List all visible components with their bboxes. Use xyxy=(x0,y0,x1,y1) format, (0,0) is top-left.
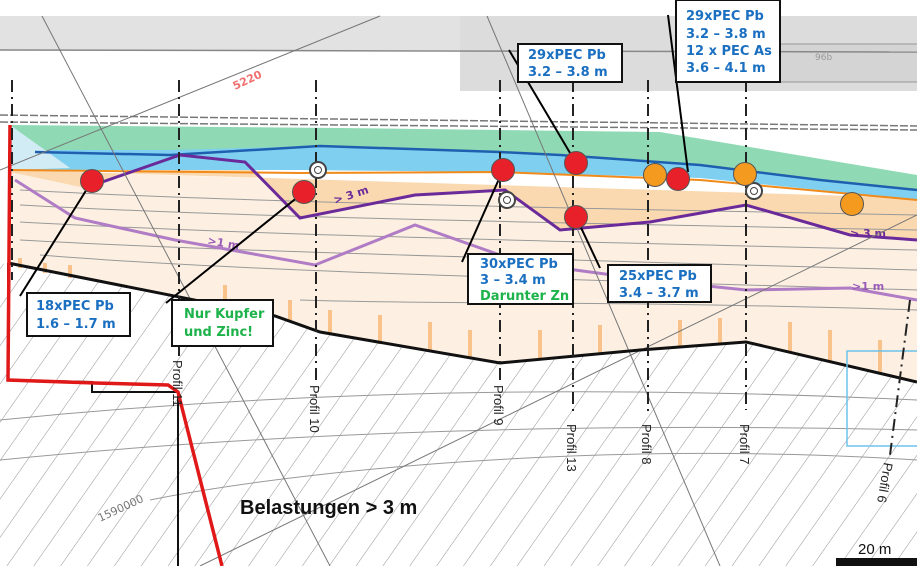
callout-18xpec: 18xPEC Pb 1.6 – 1.7 m xyxy=(26,292,131,337)
scale-bar: 20 m xyxy=(836,541,917,566)
svg-text:29xPEC Pb: 29xPEC Pb xyxy=(686,9,764,24)
sample-point-orange[interactable] xyxy=(840,192,864,216)
svg-text:und Zinc!: und Zinc! xyxy=(184,325,253,340)
svg-text:Nur Kupfer: Nur Kupfer xyxy=(184,307,265,322)
svg-text:25xPEC Pb: 25xPEC Pb xyxy=(619,269,697,284)
callout-kupfer-zinc: Nur Kupfer und Zinc! xyxy=(171,299,274,347)
sample-point-red[interactable] xyxy=(564,151,588,175)
sample-point-red[interactable] xyxy=(564,205,588,229)
profile-label: Profil 8 xyxy=(639,424,654,464)
fill-zone-3m xyxy=(10,155,917,240)
svg-text:18xPEC Pb: 18xPEC Pb xyxy=(36,299,114,314)
svg-text:3.4 – 3.7 m: 3.4 – 3.7 m xyxy=(619,286,699,301)
leader-lines xyxy=(19,14,689,304)
svg-text:Darunter Zn: Darunter Zn xyxy=(480,289,569,304)
svg-text:1.6 – 1.7 m: 1.6 – 1.7 m xyxy=(36,317,116,332)
svg-text:29xPEC Pb: 29xPEC Pb xyxy=(528,48,606,63)
svg-text:30xPEC Pb: 30xPEC Pb xyxy=(480,257,558,272)
blue-zone xyxy=(20,146,917,200)
contour-lines xyxy=(0,189,917,501)
gt1m-label: >1 m xyxy=(852,280,884,293)
gt1m-label: >1 m xyxy=(206,234,240,252)
callout-29xpec: 29xPEC Pb 3.2 – 3.8 m xyxy=(517,43,623,83)
profile-label: Profil 7 xyxy=(737,424,752,464)
profile-label: Profil 13 xyxy=(564,424,579,472)
svg-text:20 m: 20 m xyxy=(858,541,891,558)
sample-point-orange[interactable] xyxy=(733,162,757,186)
profile-label: Profil 11 xyxy=(170,360,185,407)
gt3m-line xyxy=(84,153,917,242)
profile-label: Profil 9 xyxy=(491,385,506,425)
svg-text:3.2 – 3.8 m: 3.2 – 3.8 m xyxy=(686,27,766,42)
site-boundary xyxy=(6,124,224,566)
building xyxy=(769,43,917,83)
building-label: 96b xyxy=(815,53,832,63)
parcel-number: 5220 xyxy=(231,68,265,93)
svg-text:3.2 – 3.8 m: 3.2 – 3.8 m xyxy=(528,65,608,80)
callout-30xpec: 30xPEC Pb 3 – 3.4 m Darunter Zn xyxy=(467,253,574,305)
well-markers xyxy=(309,161,763,209)
sample-point-red[interactable] xyxy=(80,169,104,193)
svg-text:3.6 – 4.1 m: 3.6 – 4.1 m xyxy=(686,61,766,76)
callout-25xpec: 25xPEC Pb 3.4 – 3.7 m xyxy=(607,264,712,303)
svg-text:3 – 3.4 m: 3 – 3.4 m xyxy=(480,273,546,288)
blue-line xyxy=(34,144,917,192)
gt3m-label: > 3 m xyxy=(850,227,886,240)
sample-point-red[interactable] xyxy=(491,158,515,182)
svg-text:12 x PEC As: 12 x PEC As xyxy=(686,44,772,59)
sample-point-red[interactable] xyxy=(666,167,690,191)
profile-label: Profil 6 xyxy=(874,461,896,503)
map-heading: Belastungen > 3 m xyxy=(240,497,417,519)
sample-point-orange[interactable] xyxy=(643,163,667,187)
callout-29xpec-as: 29xPEC Pb 3.2 – 3.8 m 12 x PEC As 3.6 – … xyxy=(675,0,781,83)
profile-label: Profil 10 xyxy=(307,385,322,433)
sample-point-red[interactable] xyxy=(292,180,316,204)
